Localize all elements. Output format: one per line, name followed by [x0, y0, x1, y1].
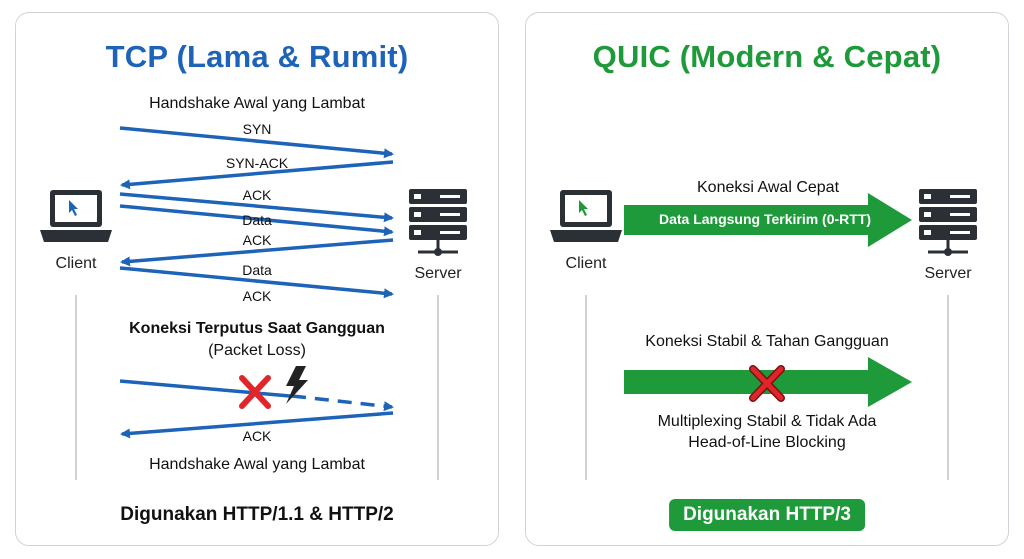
quic-server-icon — [919, 189, 977, 256]
tcp-handshake-title: Handshake Awal yang Lambat — [149, 95, 365, 112]
tcp-client-label: Client — [55, 255, 97, 272]
lightning-icon — [286, 366, 308, 404]
synack-label: SYN-ACK — [225, 155, 289, 171]
quic-stable-desc-line1: Multiplexing Stabil & Tidak Ada — [657, 413, 877, 430]
quic-client-laptop-icon — [550, 190, 622, 242]
quic-client-label: Client — [565, 255, 607, 272]
lost-packet-arrow — [119, 379, 291, 398]
quic-stable-desc-line2: Head-of-Line Blocking — [688, 434, 846, 451]
quic-stable-title: Koneksi Stabil & Tahan Gangguan — [645, 333, 889, 350]
data-arrow — [119, 204, 394, 237]
ack-return-arrow — [120, 238, 394, 267]
syn-arrow — [119, 126, 394, 159]
tcp-title: TCP (Lama & Rumit) — [105, 39, 409, 74]
tcp-panel: TCP (Lama & Rumit) — [15, 12, 499, 546]
tcp-loss-ack-label: ACK — [242, 428, 272, 444]
quic-0rtt-arrow — [624, 193, 912, 247]
tcp-loss-subtitle: (Packet Loss) — [208, 342, 306, 359]
lost-packet-dashed — [291, 394, 394, 412]
quic-panel: QUIC (Modern & Cepat) — [525, 12, 1009, 546]
ack-arrow — [119, 192, 394, 223]
tcp-server-icon — [409, 189, 467, 256]
ack-label-2: ACK — [242, 232, 272, 248]
packet-loss-x-icon — [239, 375, 271, 409]
quic-server-label: Server — [924, 265, 972, 282]
tcp-footer: Digunakan HTTP/1.1 & HTTP/2 — [120, 504, 394, 525]
quic-loss-x-icon — [749, 365, 785, 402]
quic-fast-title: Koneksi Awal Cepat — [696, 179, 840, 196]
data-ack-arrow — [119, 266, 394, 299]
quic-footer-badge: Digunakan HTTP/3 — [669, 499, 865, 531]
syn-label: SYN — [242, 121, 272, 137]
data-label-2: Data — [242, 262, 272, 278]
synack-arrow — [120, 160, 394, 190]
ack-label: ACK — [242, 187, 272, 203]
ack-label-3: ACK — [242, 288, 272, 304]
tcp-server-label: Server — [414, 265, 462, 282]
data-label: Data — [242, 212, 272, 228]
quic-0rtt-label: Data Langsung Terkirim (0-RTT) — [658, 211, 872, 227]
quic-title: QUIC (Modern & Cepat) — [592, 39, 942, 74]
tcp-handshake-bottom: Handshake Awal yang Lambat — [149, 456, 365, 473]
loss-ack-arrow — [120, 411, 394, 439]
tcp-loss-title: Koneksi Terputus Saat Gangguan — [129, 320, 385, 337]
tcp-client-laptop-icon — [40, 190, 112, 242]
